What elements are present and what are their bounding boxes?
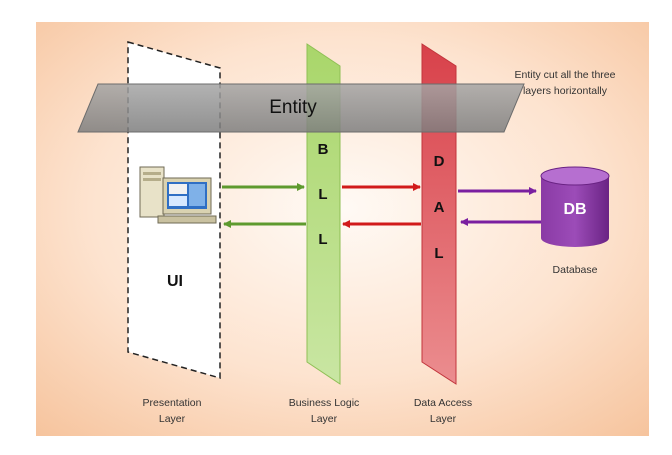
dal-letter-a: A <box>433 199 445 216</box>
data-access-layer-label-line1: Data Access <box>413 397 473 409</box>
dal-letter-d: D <box>433 153 445 170</box>
presentation-layer-label-line1: Presentation <box>142 397 202 409</box>
ui-label: UI <box>167 273 183 290</box>
entity-band <box>77 83 525 133</box>
bll-letter-l2: L <box>318 231 328 248</box>
entity-note-line2: layers horizontally <box>522 85 608 97</box>
dal-letter-l: L <box>434 245 444 262</box>
entity-note-line1: Entity cut all the three <box>514 69 616 81</box>
database-icon <box>540 166 610 247</box>
business-logic-layer-label-line1: Business Logic <box>288 397 360 409</box>
database-caption: Database <box>552 264 598 276</box>
db-label: DB <box>563 201 587 218</box>
data-access-layer-label-line2: Layer <box>429 413 457 425</box>
business-logic-layer-label-line2: Layer <box>310 413 338 425</box>
computer-icon <box>139 166 217 224</box>
entity-label: Entity <box>269 97 317 118</box>
bll-letter-l1: L <box>318 186 328 203</box>
bll-letter-b: B <box>317 141 329 158</box>
presentation-layer-label-line2: Layer <box>158 413 186 425</box>
